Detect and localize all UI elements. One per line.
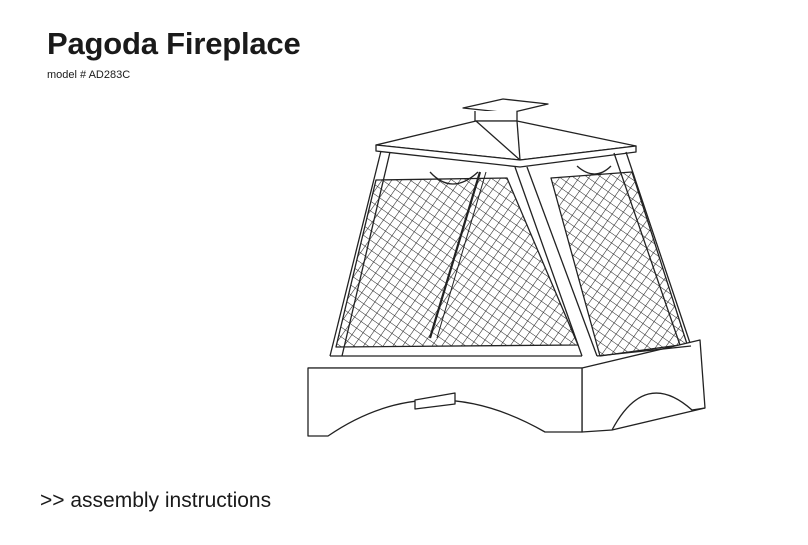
- assembly-instructions-link[interactable]: >> assembly instructions: [40, 489, 271, 513]
